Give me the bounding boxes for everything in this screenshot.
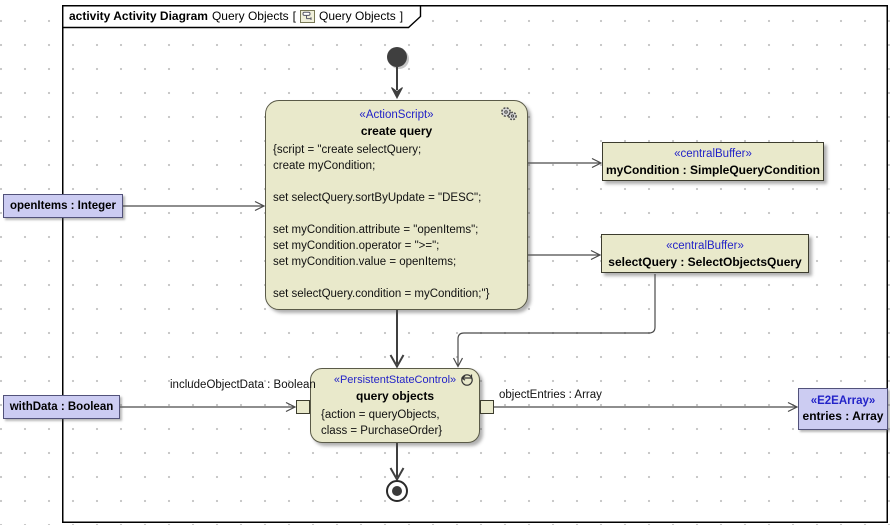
selectquery-name: selectQuery : SelectObjectsQuery [608, 255, 802, 269]
gears-icon [499, 106, 519, 127]
body-line: class = PurchaseOrder} [321, 425, 443, 437]
create-query-script: {script = "create selectQuery; create my… [266, 142, 527, 302]
edge-initial-to-create-query[interactable] [391, 67, 403, 100]
script-line: set selectQuery.sortByUpdate = "DESC"; [273, 192, 482, 204]
central-buffer-selectquery[interactable]: «centralBuffer» selectQuery : SelectObje… [601, 234, 809, 273]
create-query-stereotype: «ActionScript» [359, 109, 434, 121]
script-line: create myCondition; [273, 160, 376, 172]
frame-title-pentagon[interactable] [62, 5, 422, 29]
activity-frame[interactable] [62, 5, 888, 523]
mycondition-stereotype: «centralBuffer» [674, 148, 752, 160]
action-node-create-query[interactable]: «ActionScript» create query {script = "c… [265, 100, 528, 310]
selectquery-stereotype: «centralBuffer» [666, 240, 744, 252]
frame-keyword: activity Activity Diagram [69, 9, 208, 23]
edge-label-includeobjectdata: includeObjectData : Boolean [170, 379, 316, 391]
query-objects-stereotype: «PersistentStateControl» [333, 374, 457, 386]
mycondition-name: myCondition : SimpleQueryCondition [606, 163, 820, 177]
frame-bracket-open: [ [292, 9, 296, 23]
entries-name: entries : Array [802, 409, 884, 423]
action-node-query-objects[interactable]: «PersistentStateControl» query objects {… [310, 368, 480, 443]
entries-stereotype: «E2EArray» [810, 395, 876, 407]
initial-node[interactable] [387, 47, 407, 67]
submachine-icon [458, 372, 474, 392]
script-line: {script = "create selectQuery; [273, 144, 422, 156]
final-node[interactable] [386, 480, 408, 502]
script-line [273, 174, 527, 190]
output-pin-objectentries[interactable] [480, 400, 494, 414]
edge-openitems-to-create-query[interactable] [123, 200, 266, 212]
frame-title: activity Activity Diagram Query Objects … [62, 5, 407, 27]
edge-query-objects-to-final[interactable] [389, 443, 405, 482]
frame-bracket-close: ] [399, 9, 404, 23]
query-objects-title: query objects [355, 389, 435, 403]
input-pin-includeobjectdata[interactable] [296, 400, 310, 414]
script-line [273, 270, 527, 286]
script-line: set selectQuery.condition = myCondition;… [273, 288, 490, 300]
edge-query-objects-to-entries[interactable] [494, 401, 799, 413]
create-query-title: create query [360, 124, 433, 138]
edge-create-query-to-mycondition[interactable] [528, 157, 603, 169]
frame-name: Query Objects [211, 9, 289, 23]
frame-diagram-ref: Query Objects [319, 9, 396, 23]
script-line: set myCondition.value = openItems; [273, 256, 457, 268]
edge-withdata-to-query-objects[interactable] [120, 401, 297, 413]
parameter-node-withdata[interactable]: withData : Boolean [3, 395, 120, 419]
central-buffer-mycondition[interactable]: «centralBuffer» myCondition : SimpleQuer… [602, 142, 824, 181]
parameter-node-openitems[interactable]: openItems : Integer [3, 194, 123, 218]
openitems-label: openItems : Integer [9, 200, 117, 212]
edge-label-objectentries: objectEntries : Array [499, 389, 602, 401]
body-line: {action = queryObjects, [321, 409, 440, 421]
activity-diagram-icon [300, 9, 315, 23]
edge-create-query-to-selectquery[interactable] [528, 249, 602, 261]
withdata-label: withData : Boolean [9, 401, 114, 413]
edge-selectquery-to-query-objects[interactable] [452, 274, 656, 368]
script-line: set myCondition.attribute = "openItems"; [273, 224, 479, 236]
script-line: set myCondition.operator = ">="; [273, 240, 440, 252]
script-line [273, 206, 527, 222]
parameter-node-entries[interactable]: «E2EArray» entries : Array [798, 388, 888, 430]
edge-create-query-to-query-objects[interactable] [389, 310, 405, 369]
